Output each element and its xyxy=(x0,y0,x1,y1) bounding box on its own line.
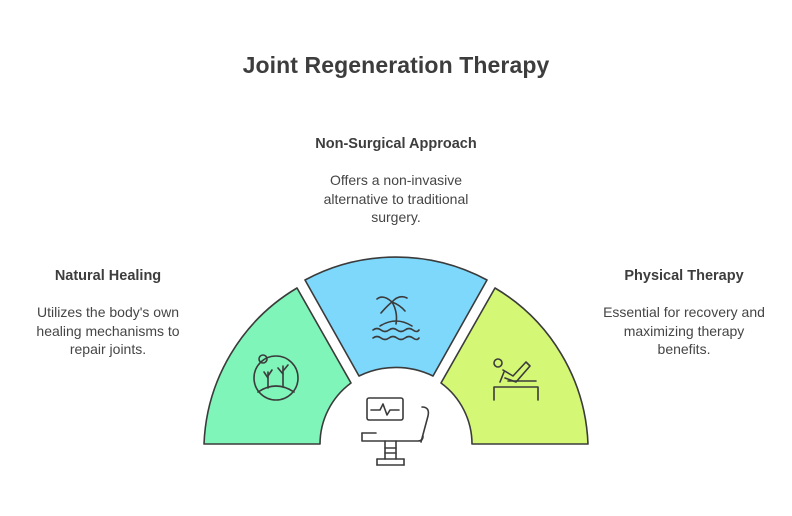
section-heading: Non-Surgical Approach xyxy=(315,136,477,152)
section-description: Utilizes the body's own healing mechanis… xyxy=(36,304,180,357)
treatment-chair-monitor-icon xyxy=(361,397,430,466)
palm-island-icon xyxy=(372,295,420,341)
page-title: Joint Regeneration Therapy xyxy=(242,52,550,78)
segment-physical-therapy xyxy=(440,287,589,445)
section-heading: Natural Healing xyxy=(54,268,162,284)
stretching-exercise-icon xyxy=(493,358,539,401)
nature-plants-icon xyxy=(253,354,299,401)
section-non-surgical-text: Non-Surgical Approach Offers a non-invas… xyxy=(276,134,516,227)
section-natural-healing-text: Natural Healing Utilizes the body's own … xyxy=(10,266,206,359)
section-description: Essential for recovery and maximizing th… xyxy=(603,304,765,357)
segment-natural-healing xyxy=(203,287,352,445)
section-physical-therapy-text: Physical Therapy Essential for recovery … xyxy=(584,266,784,359)
section-heading: Physical Therapy xyxy=(624,268,744,284)
section-description: Offers a non-invasive alternative to tra… xyxy=(323,172,469,225)
